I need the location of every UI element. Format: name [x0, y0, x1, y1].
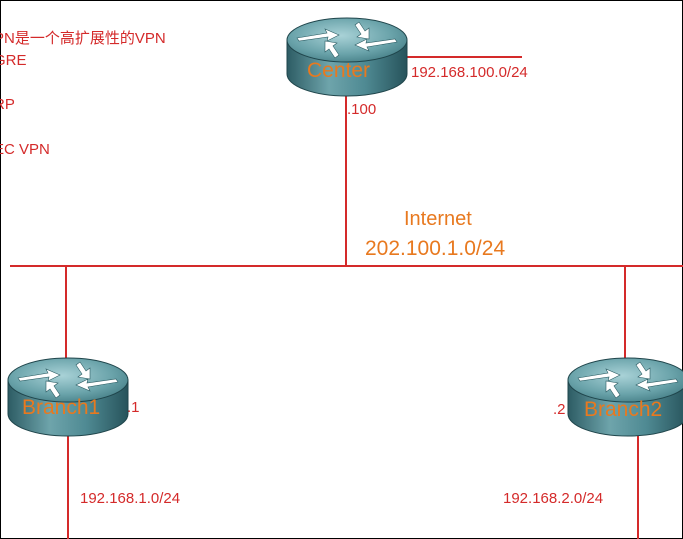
- note-line-2: GRE: [0, 52, 27, 69]
- branch1-ip-label: .1: [127, 399, 140, 416]
- branch1-lan-label: 192.168.1.0/24: [80, 490, 181, 507]
- center-router-name: Center: [307, 59, 371, 82]
- branch2-lan-label: 192.168.2.0/24: [503, 490, 604, 507]
- branch2-router-icon: [567, 357, 683, 437]
- center-ip-label: .100: [347, 101, 377, 118]
- internet-label: Internet: [404, 208, 472, 230]
- center-lan-label: 192.168.100.0/24: [411, 64, 528, 81]
- note-line-3: RP: [0, 96, 15, 113]
- internet-network-label: 202.100.1.0/24: [365, 237, 506, 260]
- branch2-ip-label: .2: [553, 401, 566, 418]
- note-line-4: EC VPN: [0, 141, 50, 158]
- branch1-router-name: Branch1: [22, 396, 101, 419]
- center-router-icon: [286, 17, 408, 97]
- note-line-1: PN是一个高扩展性的VPN: [0, 30, 166, 47]
- branch2-router-name: Branch2: [584, 398, 663, 421]
